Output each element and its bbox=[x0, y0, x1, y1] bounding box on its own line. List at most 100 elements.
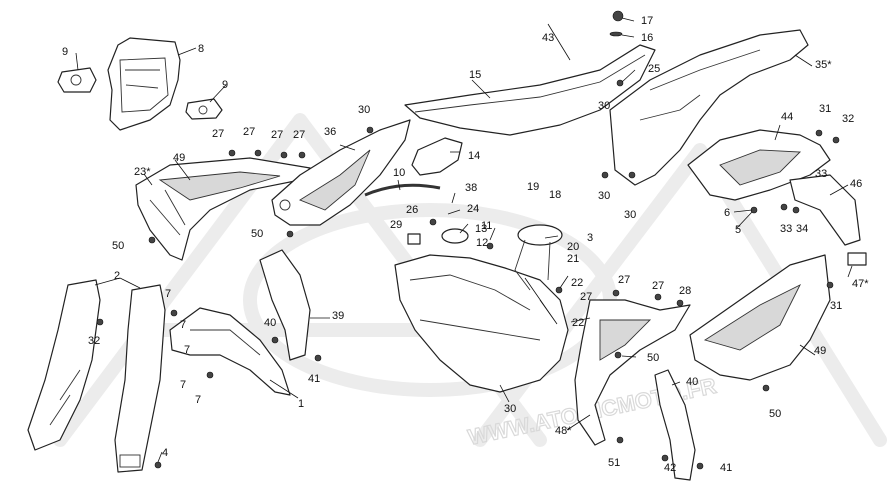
callout-label: 47* bbox=[852, 278, 869, 290]
callout-label: 10 bbox=[393, 167, 405, 179]
callout-label: 6 bbox=[724, 207, 730, 219]
callout-label: 44 bbox=[781, 111, 793, 123]
callout-label: 30 bbox=[598, 100, 610, 112]
callout-label: 49 bbox=[814, 345, 826, 357]
callout-label: 16 bbox=[641, 32, 653, 44]
callout-label: 38 bbox=[465, 182, 477, 194]
callout-label: 50 bbox=[251, 228, 263, 240]
callout-label: 27 bbox=[618, 274, 630, 286]
callout-label: 27 bbox=[271, 129, 283, 141]
callout-label: 30 bbox=[624, 209, 636, 221]
fuel-tank bbox=[394, 254, 569, 393]
callout-label: 46 bbox=[850, 178, 862, 190]
breather-hose bbox=[364, 183, 441, 197]
callout-label: 5 bbox=[735, 224, 741, 236]
plate-bracket bbox=[789, 174, 861, 246]
callout-label: 18 bbox=[549, 189, 561, 201]
leader-lines bbox=[75, 17, 853, 463]
headlight-clamp-right bbox=[185, 98, 223, 120]
front-fender bbox=[169, 307, 291, 396]
frame-guard-left bbox=[259, 249, 311, 361]
frame-guard-right bbox=[654, 369, 696, 481]
callout-label: 2 bbox=[114, 270, 120, 282]
radiator-shroud-left bbox=[135, 157, 311, 261]
callout-label: 30 bbox=[598, 190, 610, 202]
callout-labels: 1234567777789910111213141516171819202122… bbox=[62, 15, 869, 474]
seat bbox=[404, 44, 656, 136]
callout-label: 27 bbox=[580, 291, 592, 303]
callout-label: 25 bbox=[648, 63, 660, 75]
callout-label: 36 bbox=[324, 126, 336, 138]
callout-label: 33 bbox=[780, 223, 792, 235]
callout-label: 19 bbox=[527, 181, 539, 193]
callout-label: 40 bbox=[264, 317, 276, 329]
callout-label: 7 bbox=[165, 288, 171, 300]
vent-valve bbox=[407, 233, 421, 245]
side-panel-left bbox=[574, 299, 691, 446]
callout-label: 22 bbox=[572, 317, 584, 329]
callout-label: 32 bbox=[842, 113, 854, 125]
fork-guard-left bbox=[27, 279, 101, 451]
reflector bbox=[847, 252, 867, 266]
callout-label: 7 bbox=[180, 319, 186, 331]
rear-fender bbox=[609, 29, 809, 186]
callout-label: 49 bbox=[173, 152, 185, 164]
callout-label: 22 bbox=[571, 277, 583, 289]
callout-label: 41 bbox=[308, 373, 320, 385]
callout-label: 7 bbox=[195, 394, 201, 406]
callout-label: 11 bbox=[481, 220, 492, 232]
callout-label: 41 bbox=[720, 462, 732, 474]
callout-label: 31 bbox=[819, 103, 831, 115]
callout-label: 3 bbox=[587, 232, 593, 244]
callout-label: 29 bbox=[390, 219, 402, 231]
fuel-pump bbox=[514, 224, 563, 291]
callout-label: 30 bbox=[358, 104, 370, 116]
callout-label: 50 bbox=[112, 240, 124, 252]
callout-label: 9 bbox=[222, 79, 228, 91]
callout-label: 39 bbox=[332, 310, 344, 322]
radiator-shroud-right bbox=[271, 119, 411, 226]
callout-label: 12 bbox=[476, 237, 488, 249]
callout-label: 7 bbox=[180, 379, 186, 391]
callout-label: 34 bbox=[796, 223, 808, 235]
callout-label: 13 bbox=[475, 223, 487, 235]
callout-label: 1 bbox=[298, 398, 304, 410]
callout-label: 24 bbox=[467, 203, 479, 215]
callout-label: 20 bbox=[567, 241, 579, 253]
callout-label: 32 bbox=[88, 335, 100, 347]
callout-label: 15 bbox=[469, 69, 481, 81]
callout-label: 35* bbox=[815, 59, 832, 71]
callout-label: 27 bbox=[293, 129, 305, 141]
callout-label: 42 bbox=[664, 462, 676, 474]
side-panel-right bbox=[689, 254, 831, 381]
callout-label: 17 bbox=[641, 15, 653, 27]
callout-label: 50 bbox=[647, 352, 659, 364]
callout-label: 27 bbox=[652, 280, 664, 292]
fasteners bbox=[96, 10, 840, 470]
callout-label: 4 bbox=[162, 447, 168, 459]
rear-side-panel bbox=[687, 129, 831, 201]
callout-label: 14 bbox=[468, 150, 480, 162]
headlight-mask bbox=[107, 37, 181, 131]
callout-label: 27 bbox=[243, 126, 255, 138]
callout-label: 40 bbox=[686, 376, 698, 388]
callout-label: 43 bbox=[542, 32, 554, 44]
callout-label: 27 bbox=[212, 128, 224, 140]
callout-label: 7 bbox=[184, 344, 190, 356]
callout-label: 33 bbox=[815, 168, 827, 180]
callout-label: 31 bbox=[830, 300, 842, 312]
headlight-clamp-left bbox=[57, 67, 97, 93]
callout-label: 9 bbox=[62, 46, 68, 58]
callout-label: 50 bbox=[769, 408, 781, 420]
callout-label: 28 bbox=[679, 285, 691, 297]
callout-label: 26 bbox=[406, 204, 418, 216]
callout-label: 30 bbox=[504, 403, 516, 415]
bracket bbox=[411, 137, 463, 176]
callout-label: 51 bbox=[608, 457, 620, 469]
callout-label: 23* bbox=[134, 166, 151, 178]
callout-label: 8 bbox=[198, 43, 204, 55]
callout-label: 21 bbox=[567, 253, 579, 265]
callout-label: 48* bbox=[555, 425, 572, 437]
